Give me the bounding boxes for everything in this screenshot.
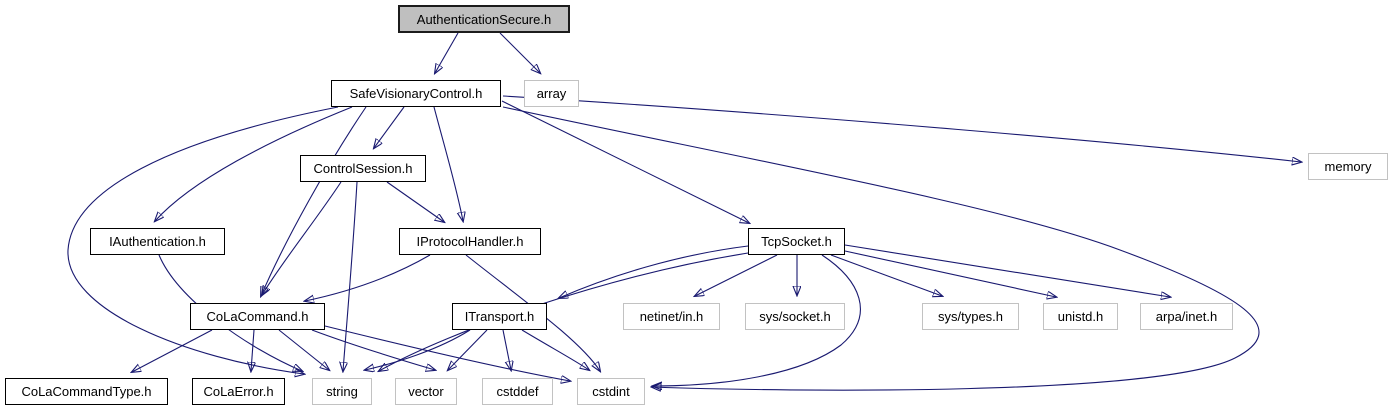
edge-tcpsocket-netinet-in: [695, 254, 778, 296]
node-cstddef: cstddef: [482, 378, 553, 405]
node-array: array: [524, 80, 579, 107]
node-sys-types-h: sys/types.h: [922, 303, 1019, 330]
node-sys-socket-h: sys/socket.h: [745, 303, 845, 330]
edge-tcpsocket-arpa-inet: [844, 244, 1170, 297]
node-controlsession-h[interactable]: ControlSession.h: [300, 155, 426, 182]
edge-controlsession-colacommand: [262, 181, 342, 295]
node-cstdint: cstdint: [577, 378, 645, 405]
edge-colacommand-colaerror: [251, 329, 254, 371]
node-itransport-h[interactable]: ITransport.h: [452, 303, 547, 330]
node-colaerror-h[interactable]: CoLaError.h: [192, 378, 285, 405]
edge-safevisionarycontrol-tcpsocket: [501, 100, 749, 223]
node-tcpsocket-h[interactable]: TcpSocket.h: [748, 228, 845, 255]
edge-itransport-vector: [448, 329, 488, 370]
edge-itransport-string: [365, 329, 471, 370]
edge-tcpsocket-sys-types: [830, 254, 942, 296]
edge-safevisionarycontrol-colacommand: [261, 106, 367, 296]
node-netinet-in-h: netinet/in.h: [623, 303, 720, 330]
node-safevisionarycontrol-h[interactable]: SafeVisionaryControl.h: [331, 80, 501, 107]
edge-itransport-cstdint: [521, 329, 589, 370]
node-iauthentication-h[interactable]: IAuthentication.h: [90, 228, 225, 255]
edge-safevisionarycontrol-controlsession: [374, 106, 405, 148]
edge-colacommand-string: [278, 329, 329, 370]
edge-authenticationsecure-safevisionarycontrol: [435, 32, 459, 73]
edge-itransport-cstddef: [502, 329, 511, 370]
node-vector: vector: [395, 378, 457, 405]
edge-controlsession-iprotocolhandler: [386, 181, 444, 222]
edge-colacommand-colacommandtype: [132, 329, 213, 372]
node-arpa-inet-h: arpa/inet.h: [1140, 303, 1233, 330]
edge-tcpsocket-itransport: [559, 245, 749, 298]
edge-controlsession-string: [343, 181, 358, 371]
edge-safevisionarycontrol-cstdint: [502, 106, 1260, 390]
edge-safevisionarycontrol-iprotocolhandler: [433, 106, 463, 221]
edge-colacommand-cstdint: [324, 325, 570, 381]
node-iprotocolhandler-h[interactable]: IProtocolHandler.h: [399, 228, 541, 255]
edge-colacommand-vector: [311, 329, 435, 370]
node-colacommand-h[interactable]: CoLaCommand.h: [190, 303, 325, 330]
edge-authenticationsecure-array: [499, 32, 540, 73]
node-colacommandtype-h[interactable]: CoLaCommandType.h: [5, 378, 168, 405]
edge-safevisionarycontrol-memory: [502, 95, 1301, 162]
node-memory: memory: [1308, 153, 1388, 180]
edge-iprotocolhandler-colacommand: [305, 254, 431, 301]
edge-tcpsocket-unistd: [844, 250, 1056, 297]
node-string: string: [312, 378, 372, 405]
node-unistd-h: unistd.h: [1043, 303, 1118, 330]
node-authenticationsecure-h: AuthenticationSecure.h: [398, 5, 570, 33]
